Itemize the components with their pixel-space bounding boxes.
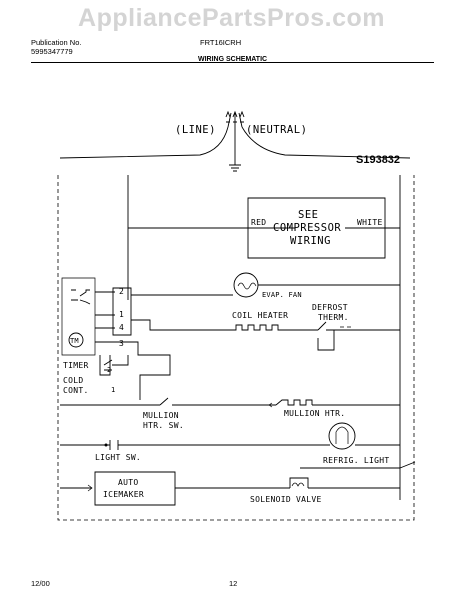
publication-number: 5995347779 <box>31 47 73 56</box>
solenoid-valve-label: SOLENOID VALVE <box>250 495 322 504</box>
refrig-light-label: REFRIG. LIGHT <box>323 456 390 465</box>
mullion-htr-label: MULLION HTR. <box>284 409 345 418</box>
terminal-3: 3 <box>119 339 124 348</box>
light-branch <box>60 422 400 450</box>
icemaker-label-2: ICEMAKER <box>103 490 144 499</box>
diagram-id: S193832 <box>356 154 400 166</box>
watermark: AppliancePartsPros.com <box>78 4 385 32</box>
compressor-line1: SEE <box>298 209 318 221</box>
mullion-htr-sw-label-1: MULLION <box>143 411 179 420</box>
cold-cont-terminal-2: 2 <box>107 366 111 374</box>
evap-fan-label: EVAP. FAN <box>262 291 302 299</box>
publication-label: Publication No. <box>31 38 82 47</box>
line-label: (LINE) <box>175 124 216 136</box>
page-title: WIRING SCHEMATIC <box>198 56 268 63</box>
icemaker-branch <box>60 461 416 506</box>
cold-cont-terminal-1: 1 <box>111 386 115 394</box>
timer-label: TIMER <box>63 361 89 370</box>
neutral-label: (NEUTRAL) <box>246 124 307 136</box>
white-wire-label: WHITE <box>357 218 383 227</box>
timer-enclosure <box>61 277 132 356</box>
coil-heater-label: COIL HEATER <box>232 311 288 320</box>
compressor-line3: WIRING <box>290 235 331 247</box>
red-wire-label: RED <box>251 218 266 227</box>
mullion-heater-branch <box>60 397 400 408</box>
defrost-therm-label-1: DEFROST <box>312 303 348 312</box>
icemaker-label-1: AUTO <box>118 478 138 487</box>
cold-cont-label-1: COLD <box>63 376 83 385</box>
compressor-box <box>128 197 400 259</box>
mullion-htr-sw-label-2: HTR. SW. <box>143 421 184 430</box>
coil-heater-branch <box>131 319 400 351</box>
defrost-therm-label-2: THERM. <box>318 313 349 322</box>
terminal-4: 4 <box>119 323 124 332</box>
compressor-line2: COMPRESSOR <box>273 222 341 234</box>
cold-cont-label-2: CONT. <box>63 386 89 395</box>
evap-fan-branch <box>131 272 400 298</box>
cold-control <box>99 341 171 400</box>
terminal-1: 1 <box>119 310 124 319</box>
model-number: FRT16ICRH <box>200 38 242 47</box>
footer-date: 12/00 <box>31 579 50 588</box>
header-rule <box>31 62 434 63</box>
footer-page: 12 <box>229 579 238 588</box>
timer-motor-label: TM <box>70 337 79 345</box>
power-cord <box>59 110 411 172</box>
terminal-2: 2 <box>119 287 124 296</box>
light-sw-label: LIGHT SW. <box>95 453 141 462</box>
